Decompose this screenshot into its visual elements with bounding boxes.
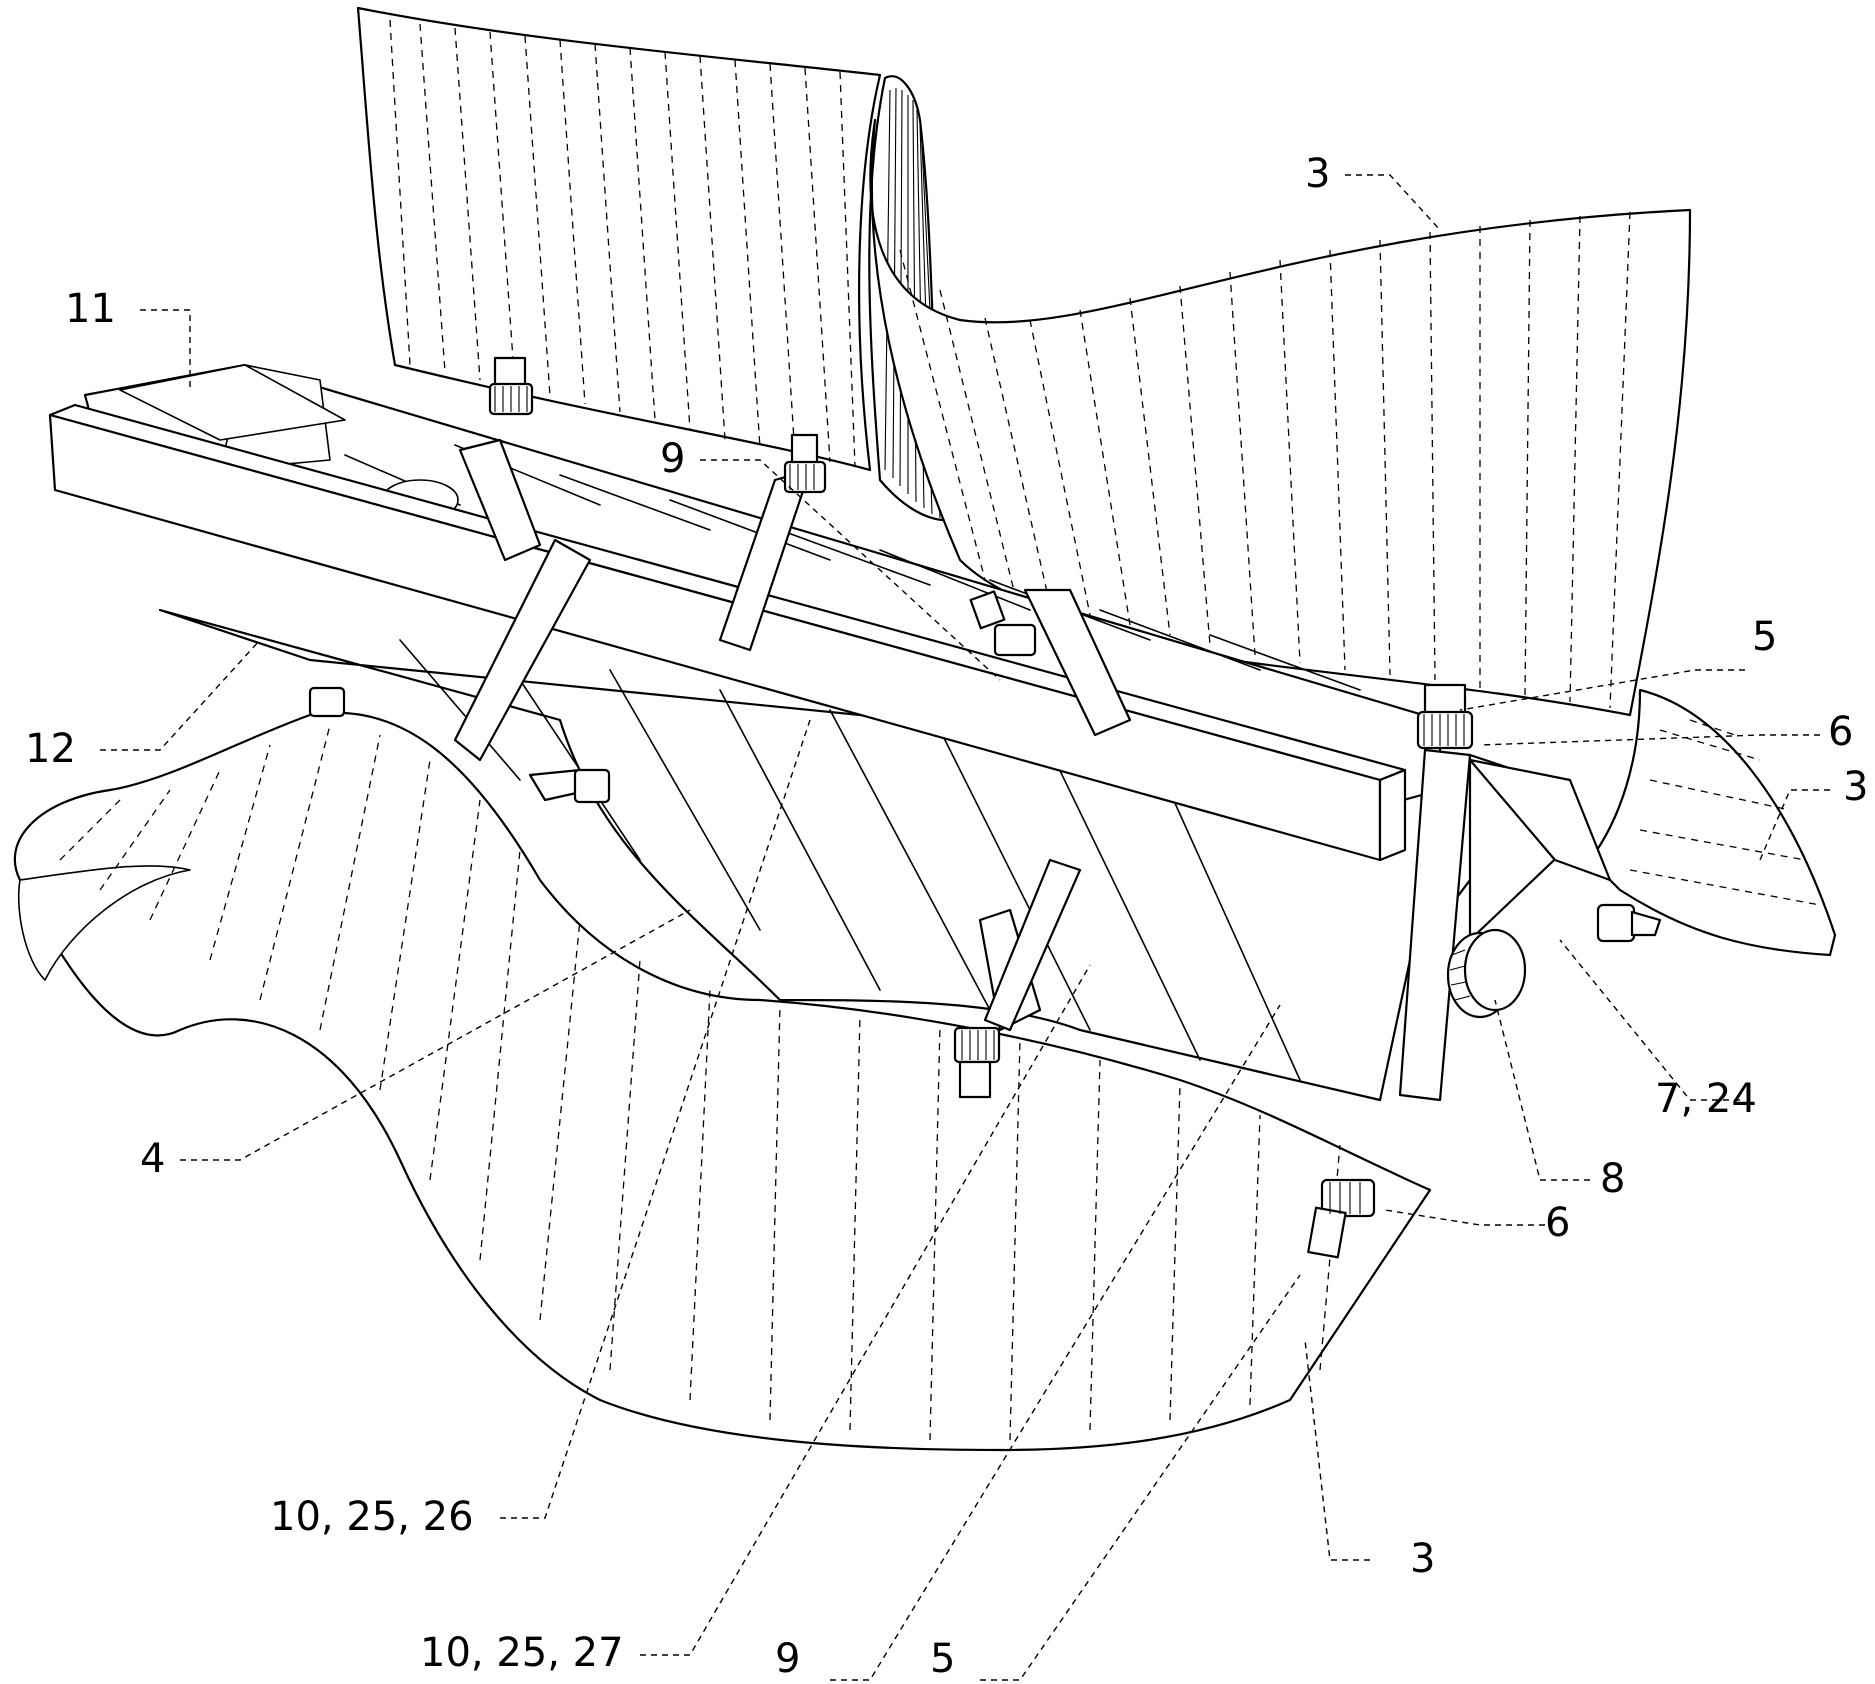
label-5-bottom: 5	[930, 1636, 955, 1682]
label-7-24: 7, 24	[1655, 1076, 1757, 1122]
clamp-top-left	[490, 358, 532, 414]
clamp-right-side	[1598, 905, 1660, 941]
label-4: 4	[140, 1136, 165, 1182]
label-6-bottom: 6	[1545, 1200, 1570, 1246]
label-11: 11	[65, 286, 116, 332]
label-3-bottom: 3	[1410, 1536, 1435, 1582]
strut-right-main	[1400, 750, 1610, 1100]
label-3-right: 3	[1843, 764, 1868, 810]
label-9-top: 9	[660, 436, 685, 482]
upper-left-blade	[358, 8, 880, 470]
clamp-left	[530, 770, 609, 802]
label-9-bottom: 9	[775, 1636, 800, 1682]
label-6-right: 6	[1828, 709, 1853, 755]
label-10-25-27: 10, 25, 27	[420, 1630, 624, 1676]
label-3-top: 3	[1305, 151, 1330, 197]
label-10-25-26: 10, 25, 26	[270, 1494, 474, 1540]
label-8: 8	[1600, 1156, 1625, 1202]
label-12: 12	[25, 726, 76, 772]
label-5-right: 5	[1752, 614, 1777, 660]
clamp-far-left	[310, 688, 344, 716]
control-knob	[1448, 930, 1525, 1017]
clamp-right-top	[1418, 685, 1472, 748]
